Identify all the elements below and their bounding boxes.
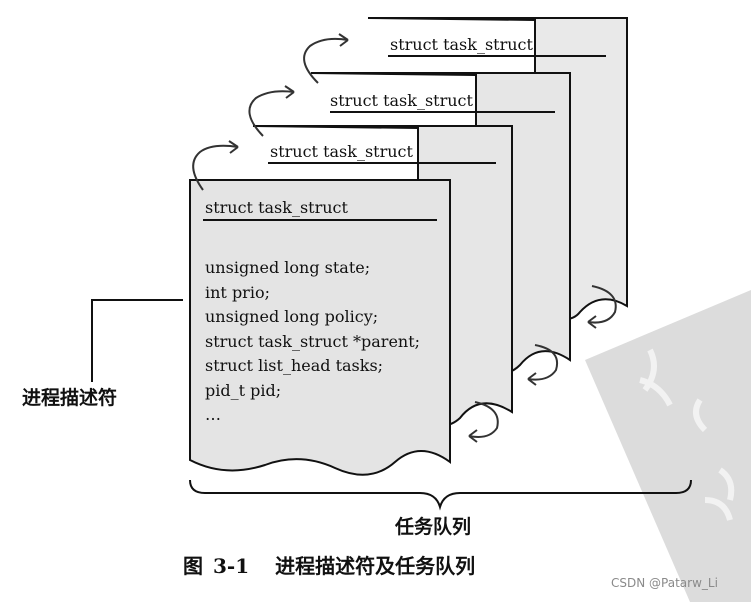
field-prio: int prio;: [205, 281, 420, 306]
caption-figure-word: 图: [183, 554, 203, 578]
watermark-seal: [585, 290, 751, 602]
field-ellipsis: …: [205, 403, 420, 428]
field-policy: unsigned long policy;: [205, 305, 420, 330]
field-parent: struct task_struct *parent;: [205, 330, 420, 355]
source-credit: CSDN @Patarw_Li: [611, 576, 718, 590]
task-page-2-title: struct task_struct: [270, 142, 414, 161]
field-state: unsigned long state;: [205, 256, 420, 281]
figure-caption: 图 3-1 进程描述符及任务队列: [183, 550, 475, 579]
field-pid: pid_t pid;: [205, 379, 420, 404]
caption-text: 进程描述符及任务队列: [275, 554, 475, 578]
process-descriptor-label: 进程描述符: [22, 383, 117, 410]
struct-field-list: unsigned long state; int prio; unsigned …: [205, 256, 420, 428]
queue-brace: [190, 480, 691, 507]
task-queue-label: 任务队列: [395, 512, 471, 539]
caption-figure-number: 3-1: [213, 554, 249, 578]
task-page-4-title: struct task_struct: [390, 35, 534, 54]
descriptor-pointer: [92, 300, 183, 382]
top-link-arrows: [193, 34, 348, 190]
field-tasks: struct list_head tasks;: [205, 354, 420, 379]
task-page-1-title: struct task_struct: [205, 198, 349, 217]
task-page-3-title: struct task_struct: [330, 91, 474, 110]
